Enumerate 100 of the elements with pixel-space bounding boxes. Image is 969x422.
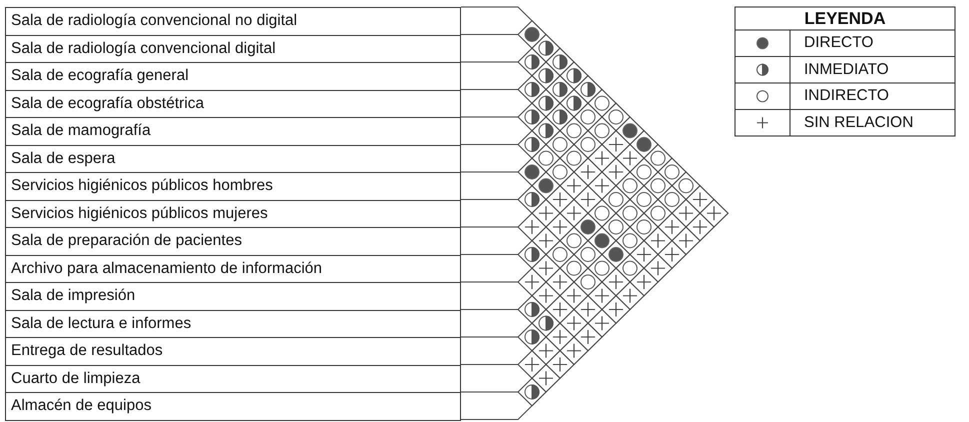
relation-symbol — [622, 150, 638, 166]
relation-symbol — [678, 178, 694, 194]
relation-symbol — [650, 260, 666, 276]
space-name-cell: Servicios higiénicos públicos mujeres — [5, 200, 461, 228]
relation-symbol — [552, 274, 568, 290]
relation-symbol — [566, 316, 582, 331]
relation-symbol — [622, 288, 638, 304]
relation-symbol — [552, 82, 568, 97]
relation-symbol — [566, 288, 582, 304]
space-name-cell: Almacén de equipos — [5, 392, 461, 420]
space-name-cell: Sala de ecografía obstétrica — [5, 90, 461, 118]
relation-symbol — [664, 192, 680, 207]
relation-symbol — [594, 233, 610, 248]
relation-symbol — [608, 110, 624, 124]
space-name-cell: Sala de impresión — [5, 282, 461, 310]
relation-symbol — [678, 233, 694, 248]
relation-symbol — [580, 137, 596, 152]
relation-symbol — [552, 329, 568, 345]
relation-symbol — [524, 27, 540, 42]
relation-symbol — [594, 206, 610, 221]
relation-symbol — [524, 54, 540, 70]
relation-symbol — [636, 220, 652, 234]
space-name-cell: Sala de radiología convencional digital — [5, 34, 461, 63]
relation-symbol — [524, 110, 540, 124]
relation-symbol — [566, 68, 582, 84]
relation-symbol — [664, 164, 680, 180]
relation-symbol — [538, 260, 554, 276]
relation-symbol — [580, 82, 596, 97]
relation-symbol — [566, 260, 582, 276]
relation-symbol — [538, 150, 554, 166]
relation-symbol — [524, 164, 540, 180]
relation-symbol — [636, 274, 652, 290]
relation-symbol — [552, 137, 568, 152]
relation-symbol — [580, 329, 596, 345]
relation-symbol — [524, 384, 540, 400]
relation-symbol — [622, 260, 638, 276]
space-name-cell: Sala de radiología convencional no digital — [5, 7, 461, 36]
relation-symbol — [538, 96, 554, 111]
relation-symbol — [594, 123, 610, 138]
space-name-cell: Cuarto de limpieza — [5, 364, 461, 393]
relation-symbol — [608, 192, 624, 207]
space-name-cell: Sala de espera — [5, 144, 461, 173]
relation-symbol — [650, 233, 666, 248]
relation-symbol — [566, 343, 582, 358]
relation-symbol — [636, 246, 652, 262]
relation-symbol — [580, 247, 596, 262]
relation-symbol — [594, 178, 610, 194]
relation-symbol — [538, 206, 554, 221]
relation-symbol — [580, 302, 596, 318]
relation-symbol — [636, 164, 652, 180]
space-name-cell: Sala de preparación de pacientes — [5, 227, 461, 256]
relation-symbol — [594, 260, 610, 276]
relation-symbol — [524, 219, 540, 235]
relation-symbol — [538, 316, 554, 331]
relation-symbol — [524, 330, 540, 344]
relation-symbol — [566, 206, 582, 221]
legend-title: LEYENDA — [803, 9, 887, 29]
relation-symbol — [608, 164, 624, 180]
relation-symbol — [622, 178, 638, 194]
relation-symbol — [622, 123, 638, 138]
relation-symbol — [524, 302, 540, 317]
relation-symbol — [552, 247, 568, 262]
relation-symbol — [594, 288, 610, 304]
space-name-cell: Sala de mamografía — [5, 117, 461, 146]
relation-symbol — [594, 316, 610, 331]
relation-symbol — [650, 150, 666, 166]
relation-symbol — [692, 192, 708, 208]
relation-symbol — [608, 247, 624, 262]
relation-symbol — [580, 220, 596, 234]
relation-symbol — [650, 178, 666, 194]
relation-symbol — [608, 302, 624, 318]
relation-symbol — [566, 233, 582, 248]
relation-symbol — [524, 274, 540, 290]
relation-symbol — [538, 123, 554, 138]
relation-symbol — [692, 219, 708, 235]
relation-symbol — [552, 110, 568, 124]
relation-symbol — [622, 206, 638, 221]
relation-symbol — [524, 82, 540, 97]
space-name-cell: Archivo para almacenamiento de información — [5, 254, 461, 283]
legend-text: DIRECTO — [804, 34, 874, 52]
relation-symbol — [608, 136, 624, 152]
relation-symbol — [594, 96, 610, 111]
space-name-cell: Entrega de resultados — [5, 337, 461, 366]
relation-symbol — [650, 206, 666, 221]
space-name-cell: Sala de lectura e informes — [5, 310, 461, 338]
relation-symbol — [538, 40, 554, 56]
relation-symbol — [524, 137, 540, 152]
relation-symbol — [608, 274, 624, 290]
relation-symbol — [552, 302, 568, 318]
relation-symbol — [538, 370, 554, 386]
relation-symbol — [636, 192, 652, 207]
relation-symbol — [552, 54, 568, 70]
relation-symbol — [580, 164, 596, 180]
relation-symbol — [566, 150, 582, 166]
relation-symbol — [580, 110, 596, 124]
relation-symbol — [552, 219, 568, 235]
relation-symbol — [524, 192, 540, 207]
relation-symbol — [524, 247, 540, 262]
relation-symbol — [566, 178, 582, 194]
relation-symbol — [552, 356, 568, 372]
